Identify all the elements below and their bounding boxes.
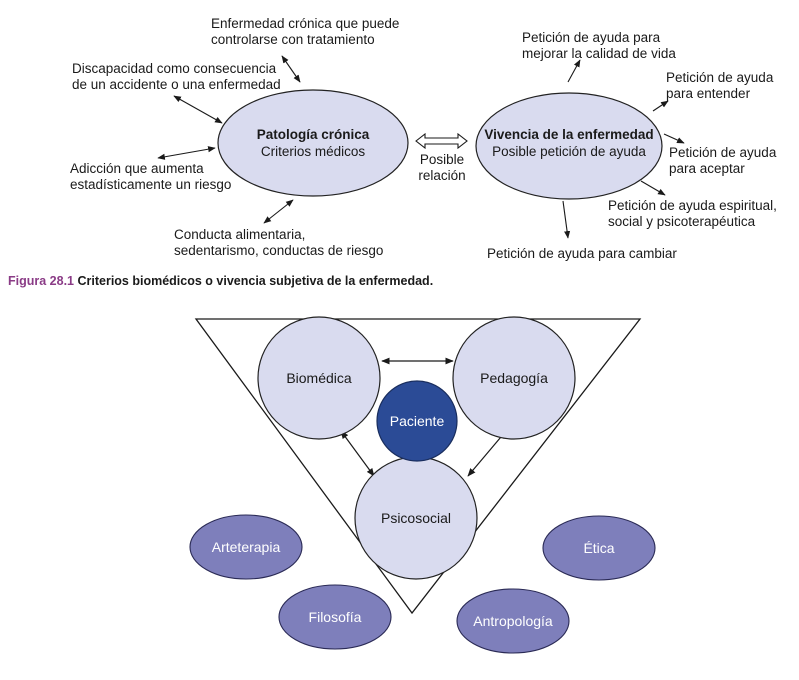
label-mejorar-calidad: Petición de ayuda para mejorar la calida… (522, 30, 676, 61)
vivencia-enfermedad-ellipse (475, 92, 663, 200)
label-enfermedad-cronica: Enfermedad crónica que puede controlarse… (211, 16, 400, 47)
biomedica-circle (257, 316, 381, 440)
criterios-medicos-label: Criterios médicos (260, 144, 366, 159)
pedagogia-label: Pedagogía (480, 370, 548, 386)
filosofia-label: Filosofía (308, 609, 362, 625)
arrow-conducta (263, 199, 294, 224)
arrow-enfermedad-cronica (281, 55, 301, 83)
filosofia-oval (278, 584, 392, 650)
antropologia-oval (456, 588, 570, 654)
arrow-biomedica-psicosocial (340, 430, 375, 477)
inverted-triangle (194, 318, 642, 615)
arteterapia-oval (189, 514, 303, 580)
etica-label: Ética (583, 540, 615, 556)
arrow-pedagogia-psicosocial (467, 430, 507, 477)
patologia-cronica-text: Patología crónica Criterios médicos (218, 126, 408, 160)
label-adiccion: Adicción que aumenta estadísticamente un… (70, 161, 232, 192)
label-discapacidad: Discapacidad como consecuencia de un acc… (72, 61, 281, 92)
vivencia-enfermedad-title: Vivencia de la enfermedad (484, 127, 654, 142)
vivencia-enfermedad-text: Vivencia de la enfermedad Posible petici… (476, 126, 662, 160)
label-cambiar: Petición de ayuda para cambiar (487, 246, 677, 261)
psicosocial-label: Psicosocial (380, 510, 452, 526)
label-conducta: Conducta alimentaria, sedentarismo, cond… (174, 227, 384, 258)
arrow-cambiar (562, 200, 571, 239)
patologia-cronica-ellipse (217, 89, 409, 197)
paciente-label: Paciente (389, 413, 445, 429)
figure-caption: Figura 28.1 Criterios biomédicos o viven… (8, 274, 433, 288)
arrow-mejorar-calidad (567, 59, 581, 83)
antropologia-label: Antropología (473, 613, 553, 629)
label-aceptar: Petición de ayuda para aceptar (669, 145, 777, 176)
etica-oval (542, 515, 656, 581)
arrow-discapacidad (173, 95, 223, 124)
arrow-entender (652, 100, 669, 112)
posible-relacion-label: Posible relación (418, 152, 466, 183)
caption-number: Figura 28.1 (8, 274, 74, 288)
paciente-circle (376, 380, 458, 462)
arteterapia-label: Arteterapia (211, 539, 281, 555)
posible-peticion-label: Posible petición de ayuda (492, 144, 646, 159)
patologia-cronica-title: Patología crónica (256, 127, 370, 142)
pedagogia-circle (452, 316, 576, 440)
label-entender: Petición de ayuda para entender (666, 70, 774, 101)
arrow-aceptar (663, 133, 685, 144)
arrow-espiritual (640, 180, 666, 196)
relation-double-arrow (415, 132, 468, 150)
label-espiritual: Petición de ayuda espiritual, social y p… (608, 198, 777, 229)
biomedica-label: Biomédica (286, 370, 352, 386)
caption-text: Criterios biomédicos o vivencia subjetiv… (77, 274, 434, 288)
arrow-adiccion (157, 146, 216, 160)
